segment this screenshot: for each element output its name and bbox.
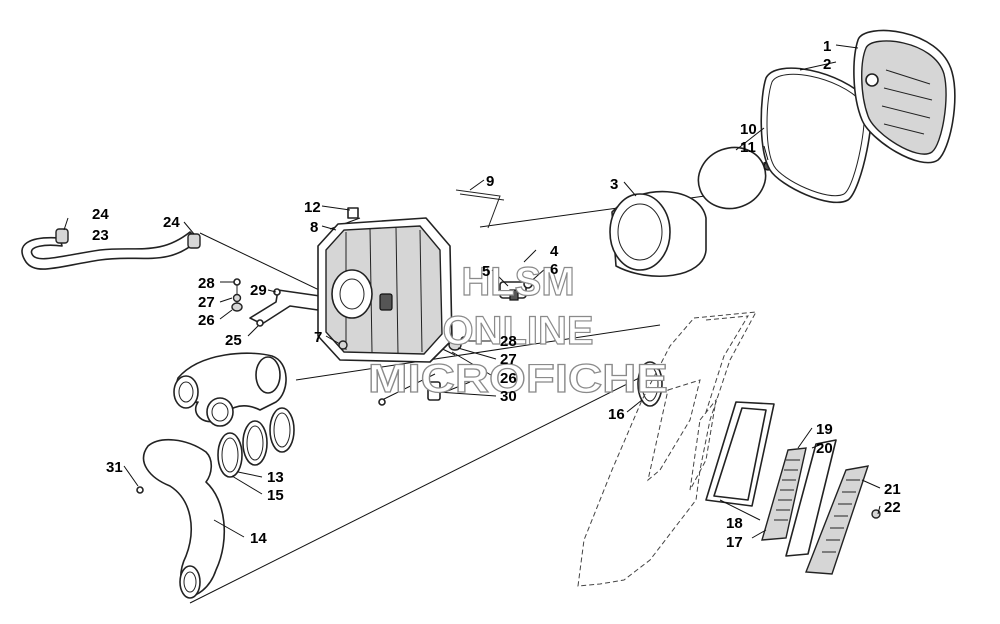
screen-19 xyxy=(761,447,807,541)
rod-9 xyxy=(455,189,505,229)
watermark-line-3: MICROFICHE xyxy=(368,357,668,401)
callout-3: 3 xyxy=(610,176,618,193)
callout-17: 17 xyxy=(726,534,743,551)
callout-28-left: 28 xyxy=(198,275,215,292)
callout-30: 30 xyxy=(500,388,517,405)
grille-21 xyxy=(805,465,881,575)
cover-20 xyxy=(785,439,837,557)
callout-20: 20 xyxy=(816,440,833,457)
hardware-right xyxy=(338,336,468,406)
callout-31: 31 xyxy=(106,459,123,476)
filter-3 xyxy=(609,190,707,278)
intake-tube-14 xyxy=(136,438,226,599)
callout-28-right: 28 xyxy=(500,333,517,350)
watermark-line-1: HLSM xyxy=(461,260,574,304)
callout-12: 12 xyxy=(304,199,321,216)
side-panel xyxy=(577,311,757,587)
callout-5: 5 xyxy=(482,263,490,280)
callout-1: 1 xyxy=(823,38,831,55)
callout-19: 19 xyxy=(816,421,833,438)
callout-24-right: 24 xyxy=(163,214,180,231)
bolt-stack-left xyxy=(231,278,243,312)
callout-26-left: 26 xyxy=(198,312,215,329)
callout-25: 25 xyxy=(225,332,242,349)
callout-6: 6 xyxy=(550,261,558,278)
filter-frame-17 xyxy=(705,401,775,507)
callout-8: 8 xyxy=(310,219,318,236)
callout-21: 21 xyxy=(884,481,901,498)
callout-4: 4 xyxy=(550,243,559,260)
callout-29: 29 xyxy=(250,282,267,299)
disc-10 xyxy=(697,146,773,210)
intake-boot xyxy=(173,352,287,427)
callout-11: 11 xyxy=(740,139,756,156)
callout-leaders xyxy=(63,44,881,539)
callout-27-left: 27 xyxy=(198,294,215,311)
callout-24-left: 24 xyxy=(92,206,109,223)
callout-23: 23 xyxy=(92,227,109,244)
callout-7: 7 xyxy=(314,329,322,346)
gasket-2 xyxy=(760,67,872,204)
clamp-24-left xyxy=(55,228,69,244)
watermark-line-2: ONLINE xyxy=(442,309,593,353)
callout-labels: 1 2 3 10 11 9 12 8 4 5 6 24 23 24 28 27 … xyxy=(92,38,901,551)
airbox-8 xyxy=(317,207,453,363)
callout-27-right: 27 xyxy=(500,351,517,368)
clamp-24-right xyxy=(187,233,201,249)
callout-16: 16 xyxy=(608,406,625,423)
callout-26-right: 26 xyxy=(500,370,517,387)
watermark: HLSM ONLINE MICROFICHE xyxy=(367,259,668,401)
callout-18: 18 xyxy=(726,515,743,532)
cover-1 xyxy=(853,29,956,164)
callout-14: 14 xyxy=(250,530,267,547)
callout-9: 9 xyxy=(486,173,494,190)
callout-22: 22 xyxy=(884,499,901,516)
hose-23 xyxy=(21,228,201,270)
callout-13: 13 xyxy=(267,469,284,486)
callout-15: 15 xyxy=(267,487,284,504)
clamps-13-15 xyxy=(217,407,295,478)
callout-10: 10 xyxy=(740,121,757,138)
callout-2: 2 xyxy=(823,56,831,73)
